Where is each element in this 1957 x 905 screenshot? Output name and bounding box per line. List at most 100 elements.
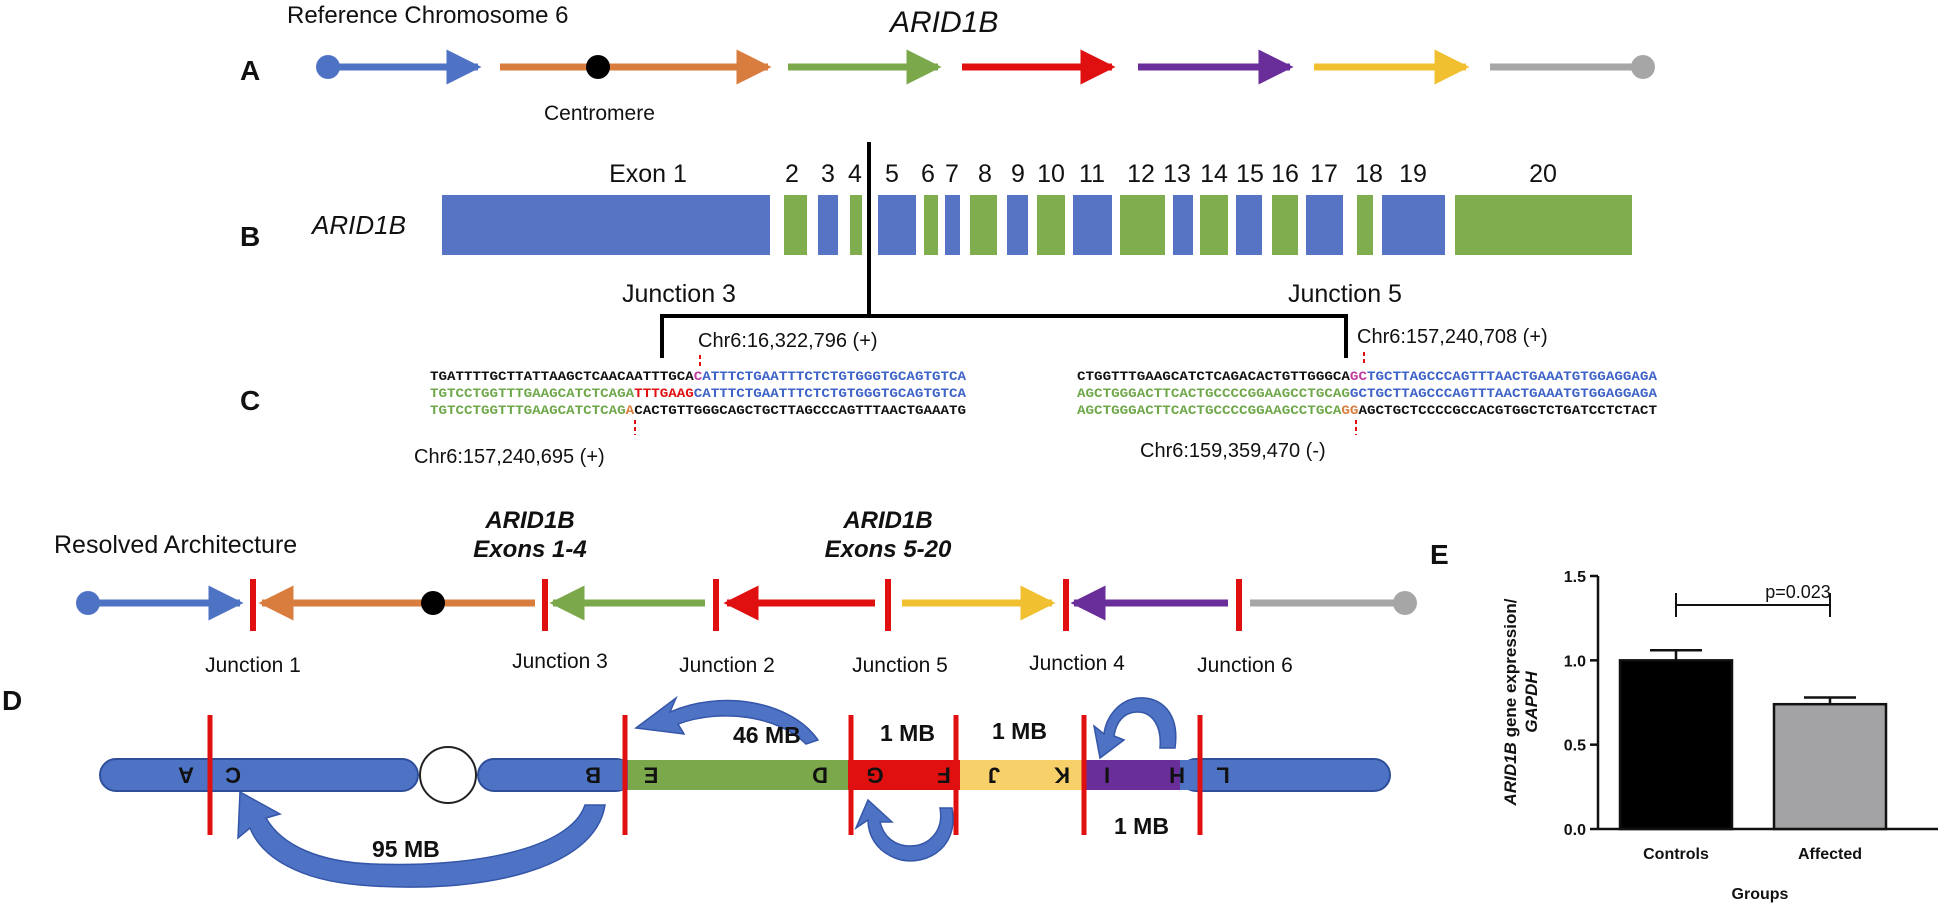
- size-1mb-red: 1 MB: [880, 720, 935, 746]
- j3-top-coordinate: Chr6:16,322,796 (+): [698, 330, 878, 352]
- centromere-label: Centromere: [544, 102, 655, 125]
- exon-9: [1007, 195, 1028, 255]
- exon-label-6: 6: [921, 160, 935, 188]
- p-value-annotation: p=0.023: [1765, 582, 1831, 602]
- exon-3: [818, 195, 838, 255]
- segment-c: C: [225, 763, 241, 788]
- panel-label-c: C: [240, 385, 260, 416]
- exon-8: [970, 195, 997, 255]
- derivative-breakpoints: [207, 715, 1203, 835]
- segment-k: K: [1054, 763, 1070, 788]
- exon-label-4: 4: [848, 160, 862, 188]
- exon-4: [850, 195, 862, 255]
- exon-6: [924, 195, 938, 255]
- exon-label-20: 20: [1529, 160, 1557, 188]
- junction-labels: Junction 1 Junction 3 Junction 2 Junctio…: [205, 650, 1293, 677]
- exon-label-19: 19: [1399, 160, 1427, 188]
- segment-l: L: [1216, 763, 1229, 788]
- exon-18: [1357, 195, 1373, 255]
- segment-b: B: [585, 763, 601, 788]
- exon-label-13: 13: [1163, 160, 1191, 188]
- panel-label-d: D: [2, 685, 22, 716]
- exon-label-9: 9: [1011, 160, 1025, 188]
- junction-bracket: [660, 142, 1348, 358]
- size-46mb: 46 MB: [733, 722, 801, 748]
- junction-3-label: Junction 3: [622, 280, 736, 308]
- exon-14: [1200, 195, 1228, 255]
- resolved-architecture-title: Resolved Architecture: [54, 531, 297, 559]
- panel-label-a: A: [240, 55, 260, 86]
- y-axis-label-line2: GAPDH: [1522, 671, 1541, 733]
- arrow-46mb-icon: [634, 695, 820, 745]
- y-tick-label: 0.5: [1564, 738, 1586, 755]
- exon-label-10: 10: [1037, 160, 1065, 188]
- exon-15: [1236, 195, 1262, 255]
- exon-1: [442, 195, 770, 255]
- junction-label-1: Junction 1: [205, 654, 301, 677]
- y-tick-label: 1.5: [1564, 569, 1586, 586]
- bar-controls: [1618, 659, 1734, 831]
- exon-label-8: 8: [978, 160, 992, 188]
- junction-label-6: Junction 6: [1197, 654, 1293, 677]
- exon-label-16: 16: [1271, 160, 1299, 188]
- junction-label-5: Junction 5: [852, 654, 948, 677]
- panel-label-b: B: [240, 221, 260, 252]
- exon-2: [784, 195, 807, 255]
- exon-label-5: 5: [885, 160, 899, 188]
- exon-label-3: 3: [821, 160, 835, 188]
- exons-5-20-gene: ARID1B: [842, 507, 932, 534]
- segment-f: F: [937, 763, 950, 788]
- reference-chromosome: [316, 49, 1655, 85]
- junction-ticks: [250, 579, 1242, 631]
- segment-d: D: [812, 763, 828, 788]
- derivative-centromere: [419, 746, 477, 804]
- exons-1-4-gene: ARID1B: [484, 507, 574, 534]
- exon-label-15: 15: [1236, 160, 1264, 188]
- arrow-95mb-icon: [237, 790, 606, 888]
- centromere-dot: [586, 55, 610, 79]
- exon-10: [1037, 195, 1065, 255]
- exons-5-20-label: Exons 5-20: [825, 536, 952, 563]
- segment-j: J: [988, 763, 1000, 788]
- segment-i: I: [1104, 763, 1110, 788]
- j3-bottom-coordinate: Chr6:157,240,695 (+): [414, 446, 605, 468]
- exon-20: [1455, 195, 1632, 255]
- panel-a-gene-label: ARID1B: [888, 6, 998, 39]
- j5-breakpoint-ticks: [1355, 352, 1365, 435]
- reference-chromosome-title: Reference Chromosome 6: [287, 2, 568, 29]
- exon-label-14: 14: [1200, 160, 1228, 188]
- junction-5-label: Junction 5: [1288, 280, 1402, 308]
- exon-19: [1382, 195, 1445, 255]
- exon-13: [1173, 195, 1193, 255]
- exon-label-12: 12: [1127, 160, 1155, 188]
- rearrangement-arrows: [237, 695, 1177, 888]
- exon-label-11: 11: [1079, 160, 1105, 188]
- panel-b-gene-label: ARID1B: [310, 210, 406, 240]
- x-axis-label: Groups: [1732, 886, 1789, 903]
- exon-12: [1120, 195, 1165, 255]
- j5-top-coordinate: Chr6:157,240,708 (+): [1357, 326, 1548, 348]
- junction-label-4: Junction 4: [1029, 652, 1125, 675]
- segment-a: A: [178, 763, 194, 788]
- resolved-centromere-dot: [421, 591, 445, 615]
- exon-label-2: 2: [785, 160, 799, 188]
- junction-label-2: Junction 2: [679, 654, 775, 677]
- size-1mb-purple: 1 MB: [1114, 813, 1169, 839]
- x-tick-label: Controls: [1643, 846, 1709, 863]
- exon-11: [1073, 195, 1112, 255]
- exon-5: [878, 195, 916, 255]
- bar-affected: [1772, 702, 1888, 831]
- exons-1-4-label: Exons 1-4: [473, 536, 586, 563]
- arrow-1mb-purple-icon: [1092, 697, 1177, 760]
- x-tick-label: Affected: [1798, 846, 1862, 863]
- size-95mb: 95 MB: [372, 836, 440, 862]
